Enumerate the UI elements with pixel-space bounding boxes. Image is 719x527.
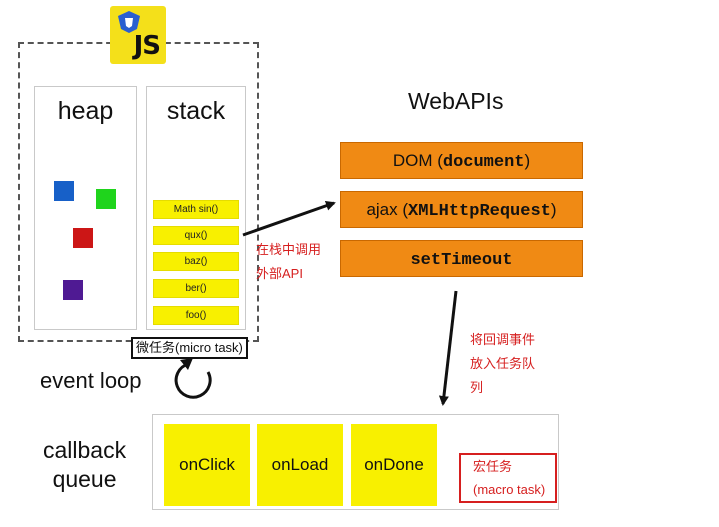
webapi-dom: DOM (document)	[340, 142, 583, 179]
heap-object	[54, 181, 74, 201]
js-logo-text: JS	[133, 31, 161, 61]
heap-object	[73, 228, 93, 248]
callback-item: onDone	[351, 424, 437, 506]
heap-title: heap	[57, 97, 114, 125]
call-external-note: 在栈中调用 外部API	[256, 238, 321, 286]
webapis-title: WebAPIs	[408, 88, 504, 114]
heap-object	[96, 189, 116, 209]
webapi-ajax-suffix: )	[550, 200, 557, 219]
event-loop-arrowhead-icon	[180, 358, 193, 370]
heap-object	[63, 280, 83, 300]
enqueue-note-line2: 放入任务队	[470, 356, 536, 371]
webapi-settimeout-code: setTimeout	[410, 251, 513, 270]
enqueue-note: 将回调事件 放入任务队 列	[470, 328, 535, 400]
webapi-ajax: ajax (XMLHttpRequest)	[340, 191, 583, 228]
webapi-dom-code: document	[442, 153, 525, 172]
callback-item: onClick	[164, 424, 250, 506]
webapi-ajax-code: XMLHttpRequest	[408, 202, 551, 221]
stack-frame: Math sin()	[153, 200, 239, 219]
js-logo: JS	[110, 6, 166, 64]
macrotask-label: 宏任务 (macro task)	[459, 453, 557, 503]
enqueue-note-line1: 将回调事件	[470, 332, 536, 347]
microtask-label: 微任务(micro task)	[131, 337, 248, 359]
js-shield-icon	[118, 11, 140, 33]
callback-queue-label-line1: callback	[43, 437, 127, 463]
call-external-note-line2: 外部API	[256, 266, 303, 281]
webapi-ajax-prefix: ajax (	[366, 200, 409, 219]
enqueue-note-line3: 列	[470, 380, 484, 395]
call-external-note-line1: 在栈中调用	[256, 242, 322, 257]
callback-item: onLoad	[257, 424, 343, 506]
stack-title: stack	[166, 97, 226, 125]
heap-panel: heap	[34, 86, 137, 330]
macrotask-label-line1: 宏任务	[473, 459, 513, 474]
webapi-dom-suffix: )	[524, 151, 531, 170]
event-loop-label: event loop	[40, 368, 142, 393]
webapi-settimeout: setTimeout	[340, 240, 583, 277]
macrotask-label-line2: (macro task)	[473, 482, 546, 497]
call-api-arrow	[242, 200, 336, 237]
webapi-dom-prefix: DOM (	[392, 151, 443, 170]
stack-frame: baz()	[153, 252, 239, 271]
event-loop-circle-icon	[174, 362, 212, 399]
callback-queue-label-line2: queue	[52, 466, 117, 492]
stack-frame: qux()	[153, 226, 239, 245]
enqueue-arrow	[438, 290, 458, 406]
callback-queue-label: callback queue	[43, 436, 126, 494]
stack-frame: ber()	[153, 279, 239, 298]
stack-frame: foo()	[153, 306, 239, 325]
